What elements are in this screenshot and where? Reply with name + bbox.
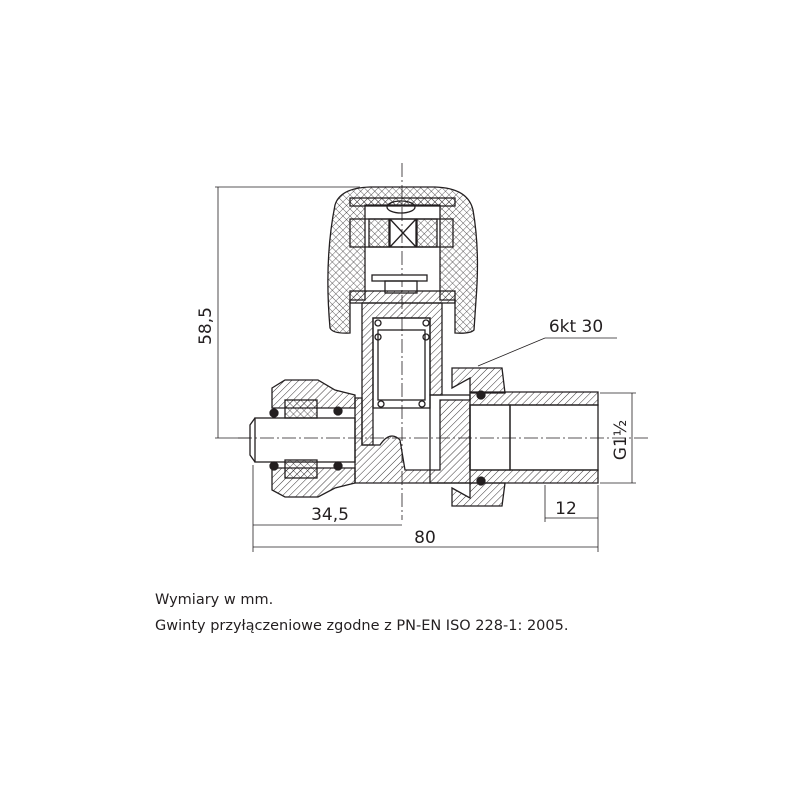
hex-nut-label: 6kt 30 bbox=[549, 317, 603, 337]
valve-body bbox=[354, 391, 599, 484]
units-note: Wymiary w mm. bbox=[155, 592, 274, 608]
thread-label: G1½ bbox=[611, 420, 631, 460]
dimension-lines bbox=[215, 186, 636, 552]
standard-note: Gwinty przyłączeniowe zgodne z PN-EN ISO… bbox=[155, 618, 569, 634]
total-length-label: 80 bbox=[414, 528, 436, 548]
handle bbox=[327, 186, 479, 334]
height-dimension-label: 58,5 bbox=[196, 307, 216, 345]
inlet-offset-label: 34,5 bbox=[311, 505, 349, 525]
union-nut bbox=[451, 367, 506, 507]
thread-length-label: 12 bbox=[555, 499, 577, 519]
compression-fitting bbox=[249, 379, 356, 498]
